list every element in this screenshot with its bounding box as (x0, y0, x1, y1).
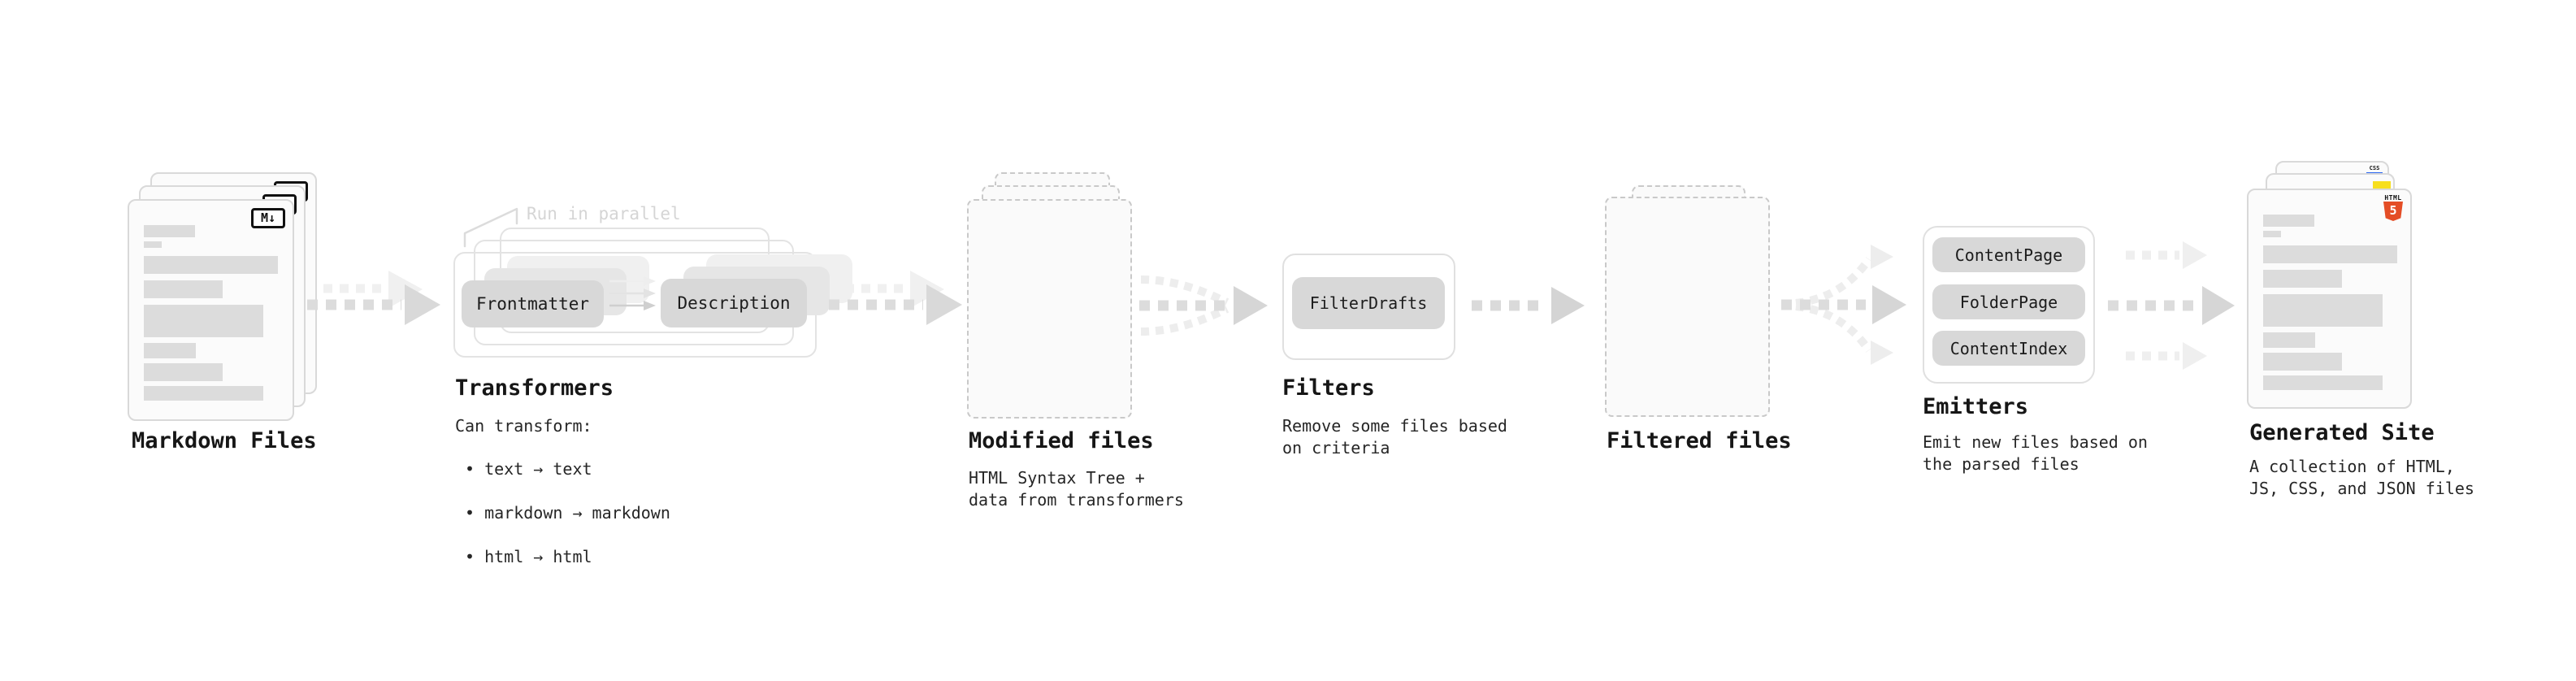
generated-site-desc: A collection of HTML, JS, CSS, and JSON … (2249, 457, 2474, 498)
filtered-doc-front (1605, 197, 1770, 417)
transformers-title: Transformers (455, 375, 614, 401)
modified-files-title: Modified files (969, 428, 1154, 453)
markdown-doc-front: M↓ (128, 199, 294, 421)
run-in-parallel-label: Run in parallel (527, 204, 681, 223)
filterdrafts-pill: FilterDrafts (1292, 277, 1445, 329)
parallel-transform-arrows (609, 276, 656, 310)
arrow-filters-to-filtered (1472, 287, 1585, 324)
transformers-desc-heading: Can transform: (455, 416, 592, 436)
markdown-files-title: Markdown Files (132, 428, 317, 453)
frontmatter-pill: Frontmatter (462, 280, 604, 327)
html5-icon: HTML 5 (2382, 194, 2405, 222)
generated-doc-front: HTML 5 (2247, 189, 2412, 409)
arrow-transformers-to-modified (829, 271, 962, 325)
arrow-merge-modified-to-filters (1139, 275, 1268, 336)
emitters-desc: Emit new files based on the parsed files (1923, 432, 2148, 474)
folderpage-pill: FolderPage (1932, 284, 2085, 319)
markdown-icon: M↓ (251, 208, 285, 228)
contentindex-pill: ContentIndex (1932, 331, 2085, 366)
arrow-markdown-to-transformers (307, 271, 440, 325)
arrow-emitters-to-generated (2108, 241, 2235, 370)
generated-site-title: Generated Site (2249, 420, 2435, 445)
arrow-split-filtered-to-emitters (1781, 245, 1906, 365)
css-icon-label: CSS (2369, 165, 2380, 171)
capability-item: html → html (465, 546, 670, 568)
filters-desc: Remove some files based on criteria (1282, 416, 1507, 458)
description-pill: Description (661, 279, 807, 327)
capability-item: markdown → markdown (465, 502, 670, 524)
annotation-leader-line (463, 207, 518, 248)
filters-title: Filters (1282, 375, 1375, 401)
modified-doc-front (967, 199, 1132, 419)
html5-icon-shield: 5 (2383, 202, 2403, 221)
capability-item: text → text (465, 458, 670, 480)
contentpage-pill: ContentPage (1932, 237, 2085, 272)
filtered-files-title: Filtered files (1607, 428, 1792, 453)
html5-icon-label: HTML (2384, 194, 2402, 202)
modified-files-desc: HTML Syntax Tree + data from transformer… (969, 468, 1184, 510)
emitters-title: Emitters (1923, 394, 2029, 419)
transformers-capability-list: text → text markdown → markdown html → h… (465, 436, 670, 590)
